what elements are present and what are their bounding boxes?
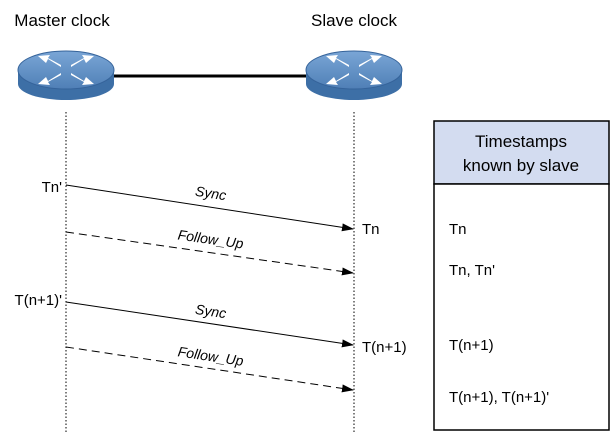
sync-message-arrow <box>65 301 354 348</box>
master-clock-label: Master clock <box>14 11 110 30</box>
timestamps-table-row: Tn <box>449 221 467 238</box>
timestamps-table-title: Timestamps <box>475 132 567 151</box>
timestamps-table-header <box>433 120 610 185</box>
sync-message-label: Sync <box>194 301 227 321</box>
timestamps-table-subtitle: known by slave <box>463 156 579 175</box>
master-switch-icon <box>17 50 115 100</box>
follow-up-message-label: Follow_Up <box>177 226 245 251</box>
timestamps-table-row: T(n+1) <box>449 337 494 354</box>
sync-message-label: Sync <box>194 183 227 204</box>
sync-message-arrow <box>65 184 354 232</box>
master-timestamp: T(n+1)' <box>15 292 63 309</box>
slave-timestamp: Tn <box>362 221 380 238</box>
follow-up-message-arrow <box>65 231 354 276</box>
timestamps-table-body <box>433 183 610 431</box>
timestamps-table-row: T(n+1), T(n+1)' <box>449 389 549 406</box>
slave-clock-label: Slave clock <box>311 11 397 30</box>
slave-timestamp: T(n+1) <box>362 339 407 356</box>
slave-switch-icon <box>305 50 403 100</box>
master-timestamp: Tn' <box>42 179 63 196</box>
follow-up-message-arrow <box>65 346 354 393</box>
timestamps-table-row: Tn, Tn' <box>449 262 495 279</box>
timestamps-table: Timestamps known by slave Tn Tn, Tn' T(n… <box>433 120 610 431</box>
